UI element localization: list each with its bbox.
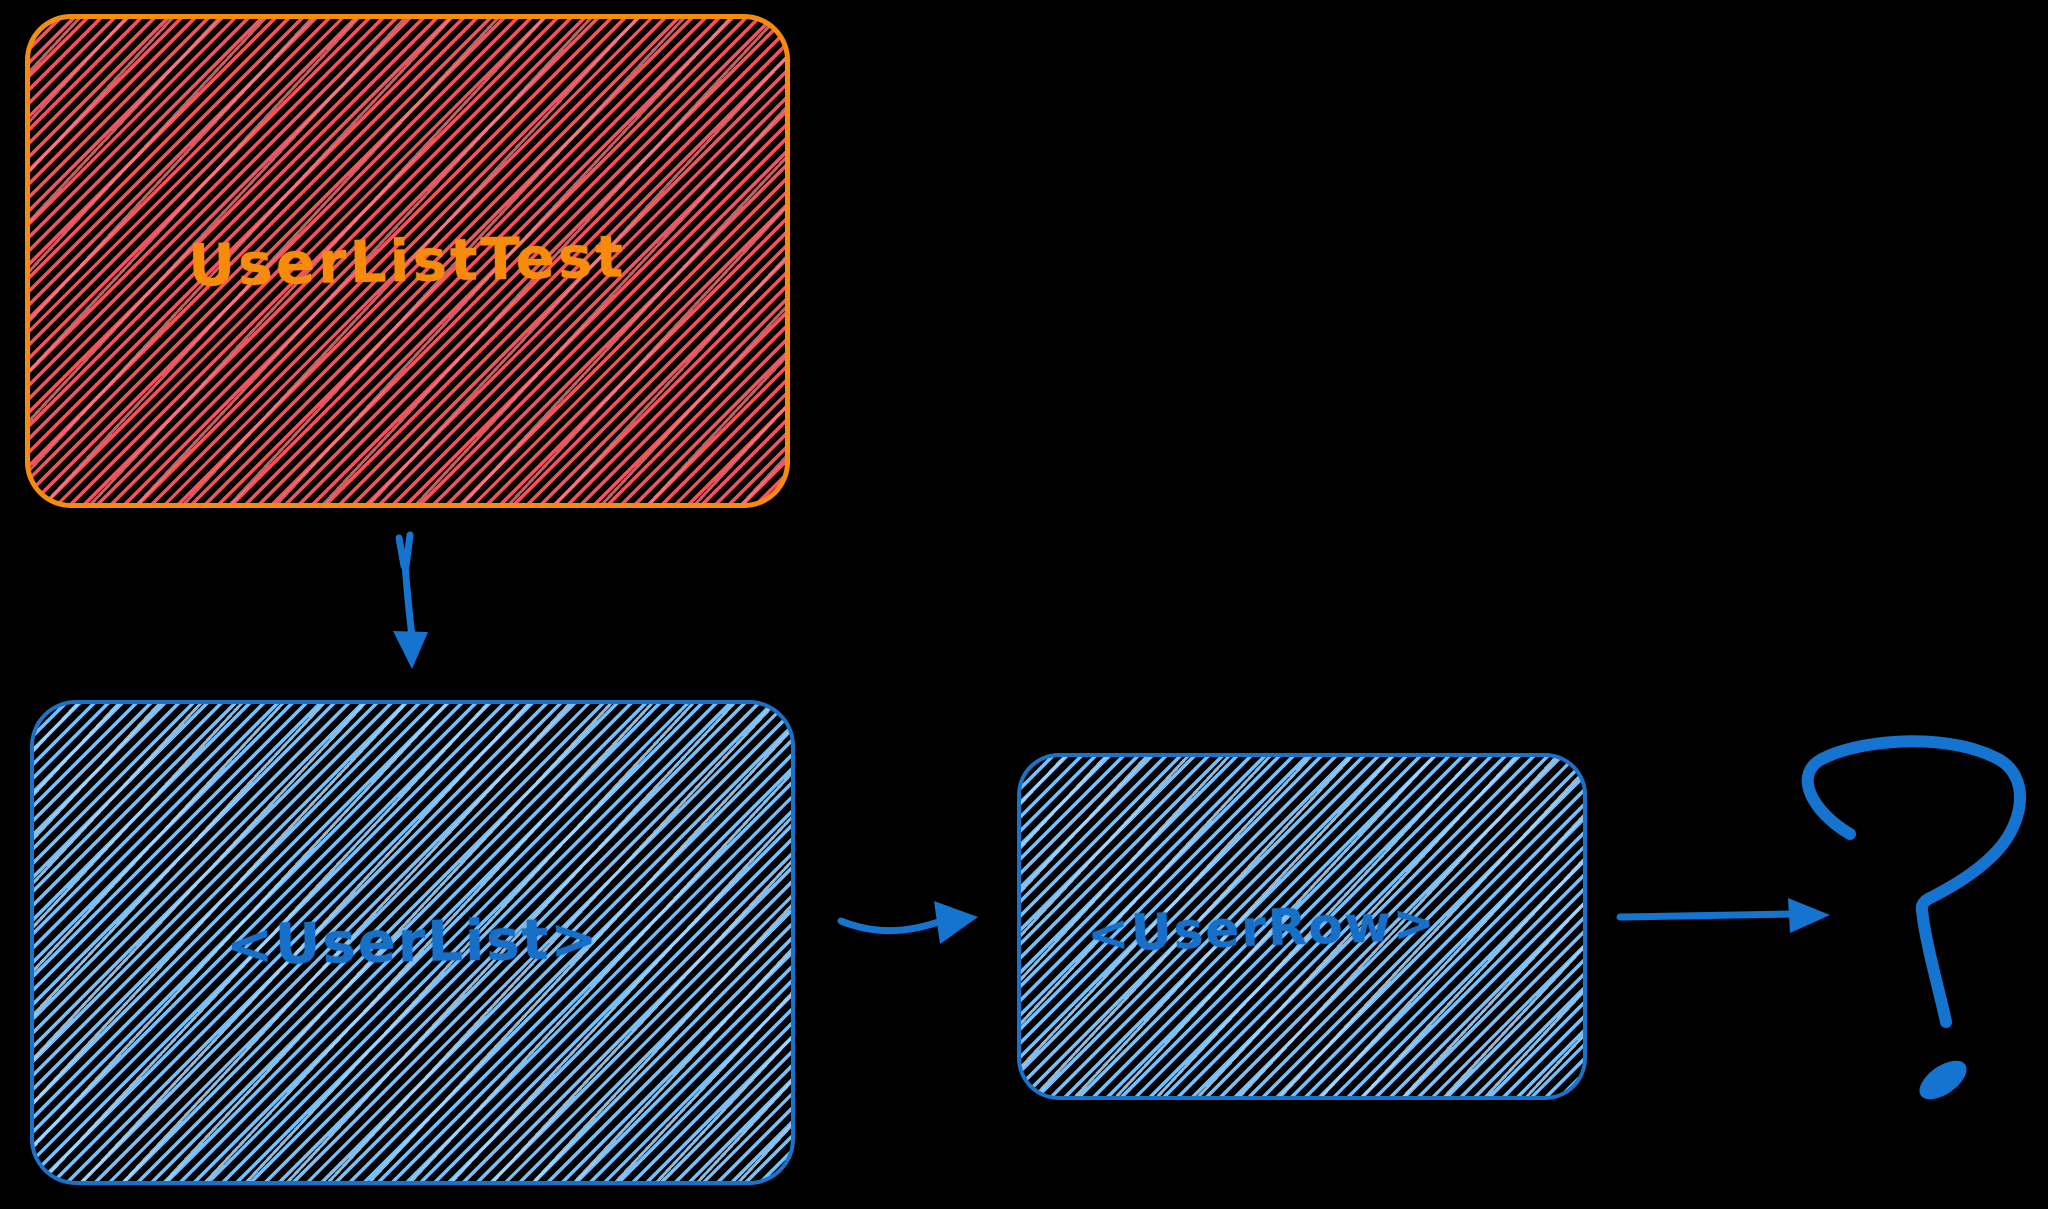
node-userlisttest[interactable]: UserListTest bbox=[25, 14, 790, 508]
node-userlisttest-label: UserListTest bbox=[187, 222, 628, 300]
question-mark[interactable] bbox=[1801, 735, 2026, 1107]
node-userrow-label: <UserRow> bbox=[1086, 892, 1438, 963]
node-userrow[interactable]: <UserRow> bbox=[1017, 753, 1587, 1100]
node-userlist[interactable]: <UserList> bbox=[30, 700, 795, 1185]
arrow-test-to-userlist-icon[interactable] bbox=[393, 531, 428, 669]
arrow-userlist-to-userrow-icon[interactable] bbox=[837, 901, 978, 944]
arrow-userrow-to-question-icon[interactable] bbox=[1616, 898, 1830, 933]
node-userlist-label: <UserList> bbox=[225, 906, 600, 979]
